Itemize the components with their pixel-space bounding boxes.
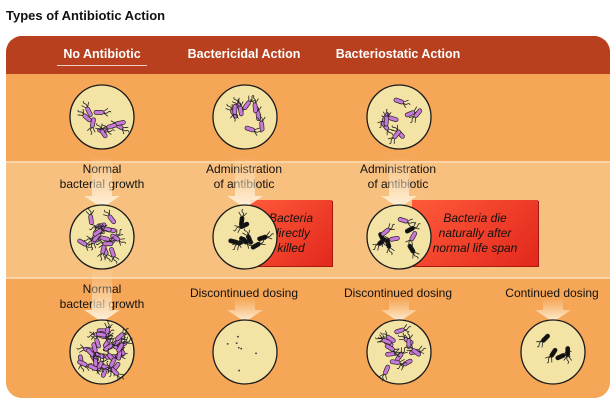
bacterium-dead	[228, 238, 246, 248]
bacterium-live	[115, 327, 130, 342]
bacterium-live	[250, 95, 259, 114]
arrow-col1-row2	[84, 268, 120, 322]
column-header-bactericidal: Bactericidal Action	[187, 47, 301, 61]
bacterium-dead	[257, 231, 275, 242]
bacterium-live	[244, 125, 262, 136]
column-header-underline	[57, 65, 147, 66]
bacterium-live	[99, 122, 117, 133]
bacterium-live	[95, 239, 114, 249]
label-discontinued-2: Discontinued dosing	[343, 286, 453, 300]
callout-killed-line-1: Bacteria	[268, 210, 314, 225]
dish-bactericidal-start	[212, 84, 278, 150]
bacterium-live	[110, 233, 126, 246]
dish-no-antibiotic-start	[69, 84, 135, 150]
bacterium-live	[95, 331, 114, 341]
arrows	[84, 156, 571, 322]
bacterium-live	[77, 108, 92, 123]
bacterium-live	[397, 217, 415, 227]
row-divider-2	[6, 277, 610, 279]
bacterium-live	[97, 243, 107, 261]
diagram-panel: No Antibiotic Bactericidal Action Bacter…	[6, 36, 610, 398]
dish-layer	[69, 84, 586, 385]
bacterium-live	[93, 107, 112, 117]
bacterium-debris	[238, 369, 241, 372]
callout-killed-line-3: killed	[277, 240, 305, 255]
bacterium-live	[92, 223, 108, 237]
bacterium-live	[389, 359, 408, 368]
bacterium-debris	[255, 352, 257, 355]
bacterium-dead	[536, 333, 550, 348]
bacterium-live	[382, 108, 392, 127]
row-divider-1	[6, 161, 610, 163]
dish-bactericidal-mid	[212, 204, 278, 270]
bacterium-debris	[240, 347, 243, 350]
arrow-col2-row2	[227, 298, 263, 322]
bacterium-live	[380, 223, 395, 237]
bacterium-live	[406, 343, 422, 357]
bacterium-dead	[404, 221, 421, 234]
column-header-bar: No Antibiotic Bactericidal Action Bacter…	[6, 36, 610, 74]
arrow-col1-row1	[84, 156, 120, 208]
bacterium-live	[109, 366, 124, 381]
bacterium-live	[396, 358, 413, 371]
bacterium-dead	[250, 237, 267, 250]
arrow-col3-row1	[381, 156, 417, 208]
bacterium-live	[380, 330, 396, 343]
bacterium-debris	[237, 346, 240, 349]
bacterium-live	[379, 364, 391, 382]
column-header-bacteriostatic: Bacteriostatic Action	[335, 47, 461, 61]
bacterium-live	[405, 231, 418, 248]
bacterium-debris	[235, 342, 238, 344]
diagram-title: Types of Antibiotic Action	[6, 8, 166, 23]
bacterium-live	[91, 342, 101, 360]
bacterium-live	[235, 98, 244, 117]
bacterium-live	[85, 207, 95, 225]
callout-natural-line-1: Bacteria die	[443, 210, 507, 225]
bacterium-live	[256, 113, 266, 132]
arrow-col4-row2	[535, 298, 571, 322]
bacterium-live	[382, 235, 400, 245]
bacterium-live	[87, 117, 96, 135]
bacterium-live	[408, 108, 423, 123]
label-continued: Continued dosing	[505, 286, 599, 300]
column-header-no-antibiotic: No Antibiotic	[63, 47, 141, 61]
bacterium-dead	[233, 221, 250, 234]
bacterium-live	[404, 331, 414, 350]
bacterium-dead	[384, 238, 395, 256]
bacterium-live	[387, 129, 402, 145]
bacterium-live	[375, 334, 393, 345]
label-discontinued-1: Discontinued dosing	[189, 286, 299, 300]
bacterium-live	[104, 357, 117, 374]
dish-bacteriostatic-start	[366, 84, 432, 150]
bacterium-live	[81, 100, 93, 117]
bacterium-live	[242, 95, 256, 111]
bacterium-live	[86, 348, 100, 362]
dishes	[69, 84, 586, 385]
bacterium-dead	[372, 237, 387, 251]
dish-bactericidal-end	[212, 319, 278, 385]
callout-natural-line-3: normal life span	[432, 240, 518, 255]
arrow-col2-row1	[227, 156, 263, 208]
bacterium-live	[384, 343, 401, 356]
bacterium-live	[393, 97, 411, 109]
bacterium-dead	[563, 346, 572, 364]
callout-killed-line-2: directly	[271, 225, 310, 240]
bacterium-dead	[545, 347, 558, 364]
bacterium-live	[230, 104, 239, 122]
bacterium-live	[87, 363, 105, 375]
bacterium-dead	[238, 209, 247, 227]
bacterium-debris	[237, 335, 239, 338]
bacterium-debris	[226, 342, 229, 345]
bacterium-live	[109, 247, 120, 264]
callout-bacteria-die-naturally: Bacteria die naturally after normal life…	[412, 200, 538, 266]
bacterium-live	[385, 348, 403, 358]
callout-natural-line-2: naturally after	[438, 225, 512, 240]
bacterium-live	[116, 336, 129, 353]
bacteria-group	[76, 95, 572, 382]
arrow-col3-row2	[381, 298, 417, 322]
bacterium-live	[103, 209, 116, 225]
bacterium-dead	[239, 236, 254, 249]
bacterium-live	[95, 123, 108, 139]
